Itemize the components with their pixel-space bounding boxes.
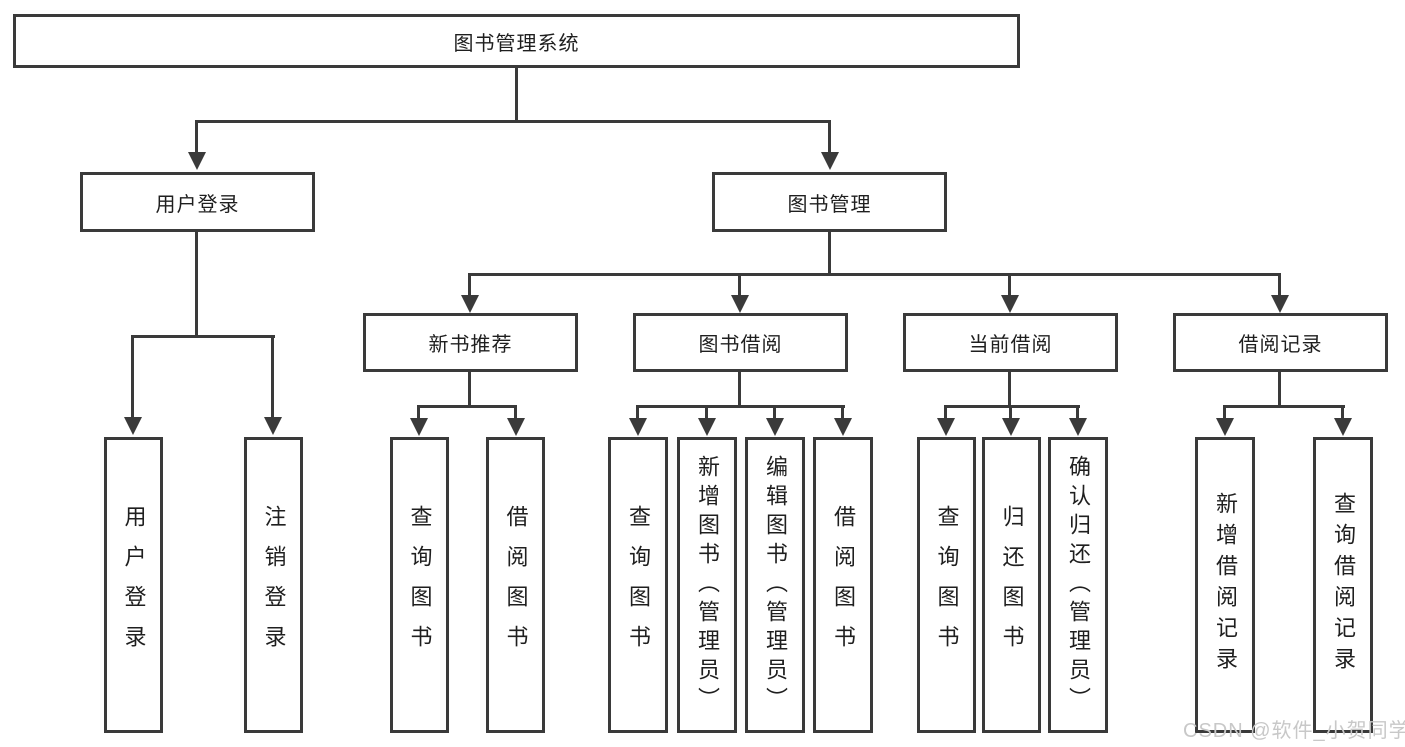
node-borrow-record: 借阅记录 (1173, 313, 1388, 372)
node-book-borrow-label: 图书借阅 (698, 334, 783, 356)
connector-level2-branch (195, 120, 831, 123)
connector-new-book-branch (418, 405, 517, 408)
leaf-recommend-query-book: 查询图书 (390, 437, 449, 733)
connector-current-borrow-stub (1008, 372, 1011, 408)
connector-level3-branch (468, 273, 1281, 276)
leaf-borrow-query-book-label: 查询图书 (626, 505, 651, 665)
csdn-watermark: CSDN @软件_小贺同学 (1183, 720, 1405, 742)
leaf-confirm-return-admin-label: 确认归还（管理员） (1066, 454, 1091, 716)
arrow-to-leaf-logout (264, 335, 282, 435)
arrow-to-user-login (188, 120, 206, 170)
leaf-user-login-label: 用户登录 (121, 505, 147, 665)
leaf-recommend-query-book-label: 查询图书 (407, 505, 433, 665)
connector-current-borrow-branch (945, 405, 1080, 408)
arrow-leaf-d1 (937, 405, 955, 436)
connector-user-login-branch (132, 335, 275, 338)
leaf-return-book-label: 归还图书 (999, 505, 1025, 665)
leaf-recommend-borrow-book-label: 借阅图书 (503, 505, 529, 665)
node-new-book-recommend: 新书推荐 (363, 313, 578, 372)
arrow-leaf-b2 (507, 405, 525, 436)
arrow-to-current-borrow (1001, 273, 1019, 313)
connector-borrow-record-branch (1224, 405, 1345, 408)
leaf-logout: 注销登录 (244, 437, 303, 733)
leaf-edit-book-admin: 编辑图书（管理员） (745, 437, 805, 733)
leaf-borrow-book: 借阅图书 (813, 437, 873, 733)
arrow-leaf-d2 (1002, 405, 1020, 436)
leaf-current-query-book-label: 查询图书 (934, 505, 960, 665)
arrow-leaf-e1 (1216, 405, 1234, 436)
leaf-borrow-query-book: 查询图书 (608, 437, 668, 733)
node-borrow-record-label: 借阅记录 (1238, 334, 1323, 356)
connector-book-management-stub (828, 232, 831, 276)
connector-user-login-stub (195, 232, 198, 338)
connector-new-book-stub (468, 372, 471, 408)
node-root: 图书管理系统 (13, 14, 1020, 68)
leaf-query-borrow-record: 查询借阅记录 (1313, 437, 1373, 733)
arrow-leaf-c2 (698, 405, 716, 436)
leaf-return-book: 归还图书 (982, 437, 1041, 733)
connector-borrow-record-stub (1278, 372, 1281, 408)
leaf-recommend-borrow-book: 借阅图书 (486, 437, 545, 733)
node-user-login-label: 用户登录 (155, 193, 240, 216)
arrow-leaf-c3 (766, 405, 784, 436)
leaf-logout-label: 注销登录 (261, 505, 287, 665)
leaf-add-book-admin: 新增图书（管理员） (677, 437, 737, 733)
leaf-edit-book-admin-label: 编辑图书（管理员） (763, 454, 788, 716)
leaf-borrow-book-label: 借阅图书 (831, 505, 856, 665)
leaf-user-login: 用户登录 (104, 437, 163, 733)
arrow-to-new-book-recommend (461, 273, 479, 313)
arrow-leaf-d3 (1069, 405, 1087, 436)
arrow-leaf-b1 (410, 405, 428, 436)
node-current-borrow: 当前借阅 (903, 313, 1118, 372)
leaf-current-query-book: 查询图书 (917, 437, 976, 733)
arrow-leaf-c4 (834, 405, 852, 436)
leaf-add-borrow-record-label: 新增借阅记录 (1213, 492, 1238, 678)
leaf-add-borrow-record: 新增借阅记录 (1195, 437, 1255, 733)
connector-root-stub (515, 68, 518, 120)
arrow-leaf-e2 (1334, 405, 1352, 436)
connector-book-borrow-stub (738, 372, 741, 408)
node-new-book-recommend-label: 新书推荐 (428, 334, 513, 356)
connector-book-borrow-branch (636, 405, 845, 408)
node-current-borrow-label: 当前借阅 (968, 334, 1053, 356)
node-user-login: 用户登录 (80, 172, 315, 232)
leaf-add-book-admin-label: 新增图书（管理员） (695, 454, 720, 716)
arrow-leaf-c1 (629, 405, 647, 436)
node-book-borrow: 图书借阅 (633, 313, 848, 372)
leaf-query-borrow-record-label: 查询借阅记录 (1331, 492, 1356, 678)
arrow-to-leaf-login (124, 335, 142, 435)
node-root-label: 图书管理系统 (453, 32, 580, 55)
leaf-confirm-return-admin: 确认归还（管理员） (1048, 437, 1108, 733)
arrow-to-book-borrow (731, 273, 749, 313)
node-book-management: 图书管理 (712, 172, 947, 232)
arrow-to-book-management (821, 120, 839, 170)
arrow-to-borrow-record (1271, 273, 1289, 313)
node-book-management-label: 图书管理 (787, 193, 872, 216)
